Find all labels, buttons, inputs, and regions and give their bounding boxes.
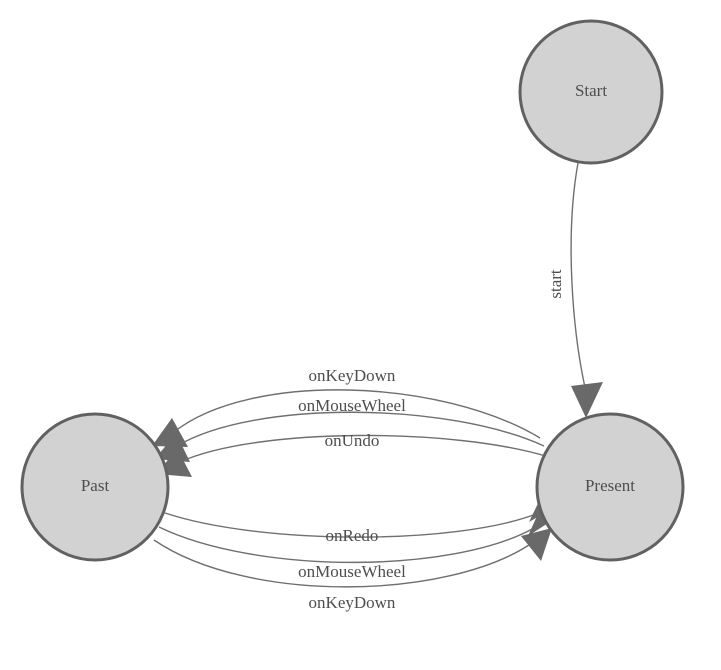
edge-label-start: start: [546, 269, 565, 299]
node-past-label: Past: [81, 476, 110, 495]
edge-wheel-up-path: [176, 411, 545, 447]
edge-label-wheel-down: onMouseWheel: [298, 562, 406, 581]
edge-start[interactable]: [570, 162, 603, 418]
node-start-label: Start: [575, 81, 607, 100]
edge-wheel-up-arrowhead: [155, 433, 190, 462]
edge-label-wheel-up: onMouseWheel: [298, 396, 406, 415]
edge-label-keydown-up: onKeyDown: [309, 366, 396, 385]
edge-keydown-up-path: [173, 389, 541, 439]
node-present[interactable]: Present: [535, 412, 685, 562]
edge-redo-path: [164, 512, 537, 538]
node-start[interactable]: Start: [518, 19, 664, 165]
edge-undo-path: [179, 434, 550, 463]
edge-label-undo: onUndo: [325, 431, 380, 450]
node-present-circle: [535, 412, 685, 562]
edge-label-keydown-down: onKeyDown: [309, 593, 396, 612]
edge-keydown-down-path: [153, 539, 533, 588]
edge-label-redo: onRedo: [326, 526, 379, 545]
node-past[interactable]: Past: [20, 412, 170, 562]
edge-keydown-down[interactable]: [153, 528, 552, 588]
edge-start-path: [570, 162, 587, 393]
edge-start-arrowhead: [571, 382, 603, 418]
edge-keydown-down-arrowhead: [521, 528, 552, 561]
node-present-label: Present: [585, 476, 635, 495]
node-past-circle: [20, 412, 170, 562]
edge-wheel-up[interactable]: [155, 411, 545, 462]
node-start-circle: [518, 19, 664, 165]
edge-wheel-down-path: [158, 526, 535, 564]
